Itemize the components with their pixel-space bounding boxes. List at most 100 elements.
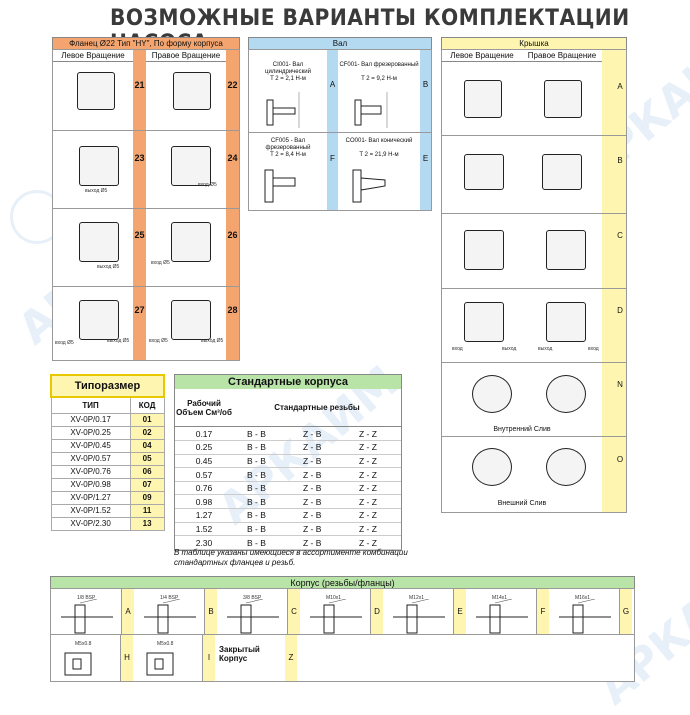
cover-left-label: Левое Вращение	[442, 50, 522, 62]
body-code: A	[122, 589, 134, 634]
cover-drawing	[546, 448, 586, 486]
flange-code-strip-right	[226, 50, 239, 360]
body-code: D	[371, 589, 383, 634]
cover-code: D	[617, 306, 623, 315]
body-thread-cell: 1/8 BSP	[51, 589, 122, 634]
shaft-grid: CI001- Вал цилиндрический T 2 = 2,1 Н-м …	[248, 49, 432, 211]
col-code: КОД	[129, 396, 165, 414]
shaft-code-strip	[420, 50, 431, 210]
standard-note: В таблице указаны имеющиеся в ассортимен…	[174, 548, 408, 567]
body-thread-cell: M10x1	[300, 589, 371, 634]
body-code: E	[454, 589, 466, 634]
cover-drawing	[464, 154, 504, 190]
standard-table: Стандартные корпуса Рабочий Объем См³/об…	[174, 374, 402, 551]
cover-drawing	[464, 302, 504, 342]
flange-code-strip-left	[133, 50, 146, 360]
pump-flange-drawing	[171, 222, 211, 262]
shaft-name: CO001- Вал конический	[345, 138, 413, 144]
shaft-drawing	[266, 92, 300, 128]
shaft-torque: T 2 = 9,2 Н-м	[361, 76, 397, 82]
shaft-torque: T 2 = 2,1 Н-м	[270, 76, 306, 82]
shaft-name: CF005 - Вал фрезерованный	[265, 138, 311, 151]
cover-drawing	[464, 230, 504, 270]
shaft-torque: T 2 = 8,4 Н-м	[270, 152, 306, 158]
shaft-torque: T 2 = 21,9 Н-м	[359, 152, 399, 158]
body-thread-cell: M5x0.8	[133, 635, 203, 681]
internal-drain-label: Внутренний Слив	[493, 426, 551, 433]
inlet-label: вход	[588, 346, 599, 352]
pump-flange-drawing	[79, 146, 119, 186]
external-drain-label: Внешний Слив	[497, 500, 547, 507]
pump-flange-drawing	[171, 300, 211, 340]
body-thread-cell: M5x0.8	[51, 635, 121, 681]
body-thread-cell: M16x1	[549, 589, 620, 634]
pump-flange-drawing	[173, 72, 211, 110]
flange-code: 22	[227, 80, 238, 90]
shaft-drawing	[354, 92, 388, 128]
shaft-code: B	[422, 80, 429, 89]
cover-drawing	[546, 375, 586, 413]
shaft-name: CF001- Вал фрезерованный	[339, 62, 419, 68]
flange-code: 26	[227, 230, 238, 240]
pump-flange-drawing	[171, 146, 211, 186]
shaft-name: CI001- Вал цилиндрический	[265, 62, 311, 75]
body-code: F	[537, 589, 549, 634]
shaft-drawing	[352, 169, 386, 203]
tiporazmer-header: Типоразмер	[50, 374, 165, 398]
outlet-label: выход	[502, 346, 517, 352]
shaft-code: F	[330, 154, 335, 163]
body-thread-cell: 3/8 BSP	[217, 589, 288, 634]
cover-code: O	[616, 455, 624, 464]
cover-grid: Левое Вращение Правое Вращение A B C D N…	[441, 49, 627, 513]
cover-code: A	[617, 82, 623, 91]
closed-body-label: Закрытый Корпус	[219, 645, 260, 663]
outlet-label: выход Ø5	[201, 338, 224, 344]
body-thread-cell: 1/4 BSP	[134, 589, 205, 634]
body-code: H	[121, 635, 133, 681]
shaft-code-strip	[327, 50, 338, 210]
flange-right-label: Правое Вращение	[146, 50, 226, 62]
cover-drawing	[546, 302, 586, 342]
cover-code: B	[617, 156, 623, 165]
inlet-label: вход	[452, 346, 463, 352]
shaft-drawing	[264, 169, 296, 203]
inlet-label: вход Ø5	[55, 340, 74, 346]
outlet-label: выход Ø5	[107, 338, 130, 344]
body-code: G	[620, 589, 632, 634]
standard-header: Стандартные корпуса	[175, 375, 401, 389]
cover-drawing	[546, 230, 586, 270]
body-code: B	[205, 589, 217, 634]
flange-left-label: Левое Вращение	[53, 50, 133, 62]
inlet-label: вход Ø5	[198, 182, 217, 188]
flange-grid: Левое Вращение Правое Вращение 21 23 25 …	[52, 49, 240, 361]
body-thread-cell: M12x1	[383, 589, 454, 634]
pump-flange-drawing	[77, 72, 115, 110]
cover-drawing	[544, 80, 582, 118]
outlet-label: выход Ø5	[85, 188, 108, 194]
flange-code: 25	[134, 230, 145, 240]
col-volume: Рабочий Объем См³/об	[176, 398, 232, 417]
cover-drawing	[542, 154, 582, 190]
cover-drawing	[464, 80, 502, 118]
cover-drawing	[472, 448, 512, 486]
body-code: Z	[285, 635, 297, 681]
flange-code: 28	[227, 305, 238, 315]
col-type: ТИП	[50, 396, 131, 414]
flange-code: 27	[134, 305, 145, 315]
flange-code: 21	[134, 80, 145, 90]
